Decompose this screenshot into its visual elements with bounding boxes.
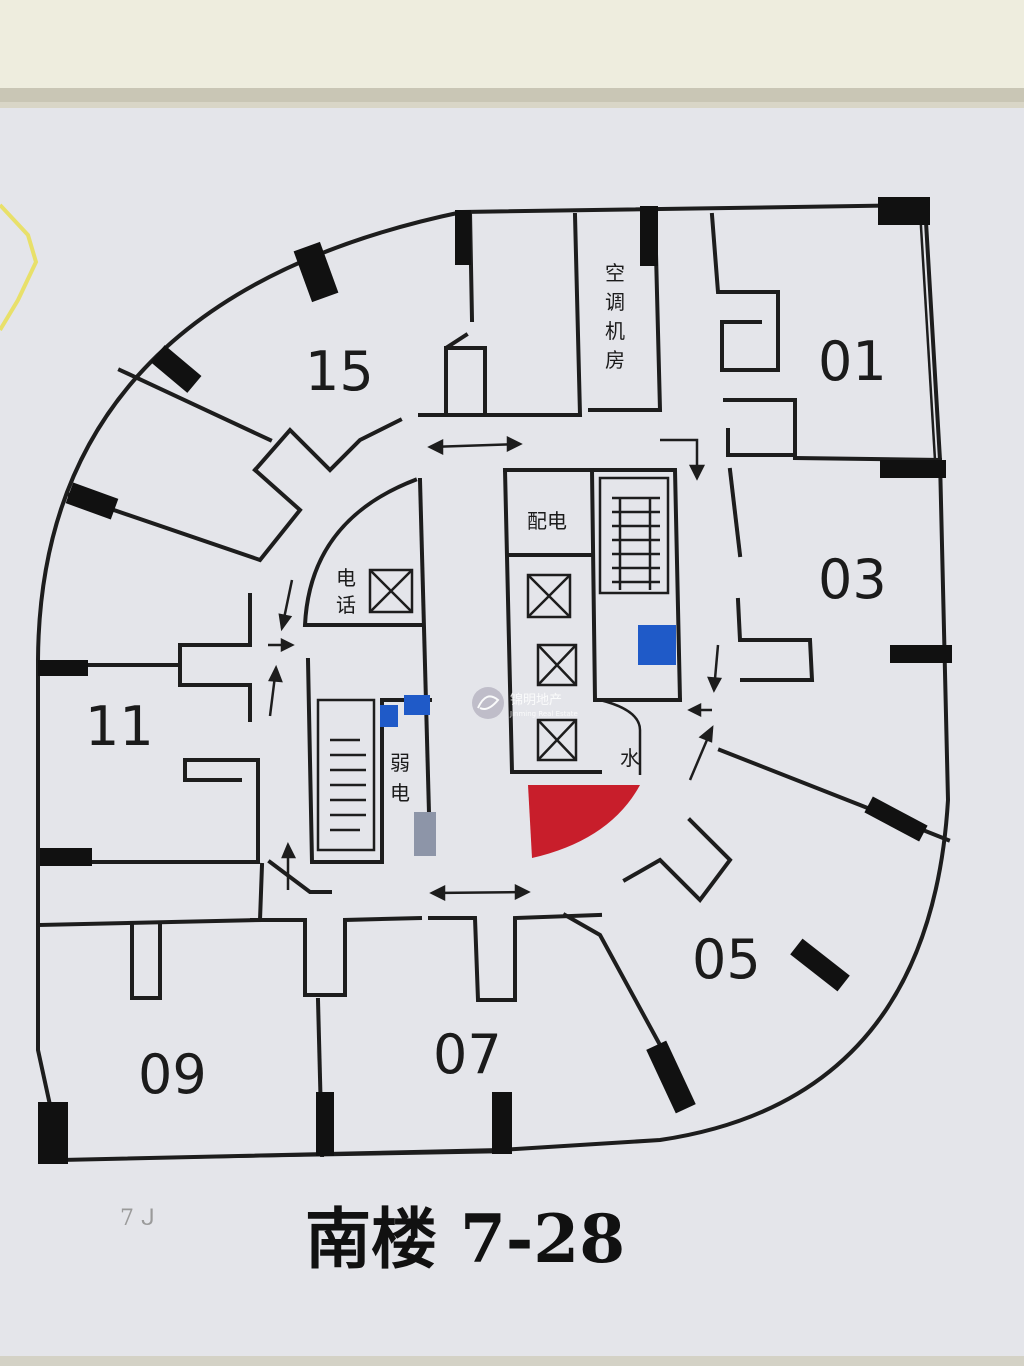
svg-text:调: 调 [605, 290, 625, 314]
blue-shaft-left [380, 705, 398, 727]
yellow-mark [0, 203, 39, 332]
ac-room-label: 空 调 机 房 [605, 261, 625, 372]
svg-text:房: 房 [605, 348, 625, 372]
water-room-wall [599, 698, 642, 775]
water-room-label: 水 [620, 746, 640, 770]
unit-label-11: 11 [85, 695, 154, 758]
watermark: 锦明地产 Jinming Real Estate [472, 687, 578, 719]
elevators [368, 568, 578, 762]
window-columns [38, 197, 952, 1164]
unit-label-07: 07 [433, 1023, 502, 1086]
unit-label-03: 03 [818, 548, 887, 611]
svg-text:空: 空 [605, 261, 625, 285]
unit-label-01: 01 [818, 330, 887, 393]
unit-label-15: 15 [305, 340, 374, 403]
frame-bottom [0, 1356, 1024, 1366]
handwriting-note: 7 ᒍ [120, 1206, 155, 1231]
svg-text:电: 电 [390, 781, 410, 805]
watermark-logo-icon [472, 687, 504, 719]
weak-power-label: 弱 电 [390, 751, 410, 805]
svg-text:机: 机 [605, 319, 625, 343]
blue-shaft-left-2 [404, 695, 430, 715]
elevator-3 [536, 718, 578, 762]
power-room-label: 配电 [527, 509, 567, 533]
svg-text:电: 电 [336, 566, 356, 590]
red-zone [528, 785, 640, 858]
elevator-phone [368, 568, 414, 614]
circulation-arrows [268, 435, 723, 902]
stairs-right [598, 476, 670, 595]
svg-text:弱: 弱 [390, 751, 410, 775]
watermark-english: Jinming Real Estate [509, 710, 578, 718]
frame-top [0, 0, 1024, 96]
unit-label-05: 05 [692, 928, 761, 991]
svg-text:话: 话 [336, 593, 356, 617]
phone-room-label: 电 话 [336, 566, 356, 617]
blue-shaft-right [638, 625, 676, 665]
grey-box [414, 812, 436, 856]
stairs-left [316, 698, 376, 852]
elevator-2 [536, 643, 578, 687]
frame-shadow [0, 88, 1024, 102]
elevator-1 [526, 573, 572, 619]
watermark-name: 锦明地产 [510, 693, 562, 708]
plan-title: 南楼 7-28 [305, 1200, 625, 1278]
unit-label-09: 09 [138, 1043, 207, 1106]
